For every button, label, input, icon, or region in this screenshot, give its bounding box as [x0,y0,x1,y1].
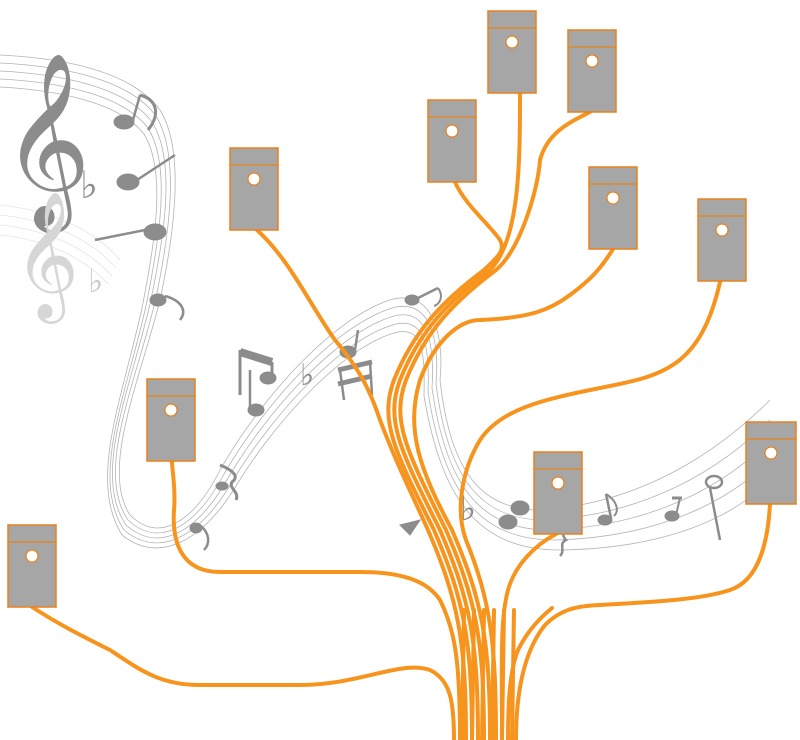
server-power-led [25,549,39,563]
server-power-led [164,403,178,417]
server-tower-icon [229,147,279,231]
treble-clef-icon: 𝄞 [14,190,79,324]
flat-sign-icon: ♭ [80,163,98,207]
server-power-led [247,172,261,186]
quarter-rest-icon [215,463,239,501]
server-nodes [7,10,797,608]
server-power-led [585,54,599,68]
music-staff-ribbon [0,54,771,551]
server-power-led [715,223,729,237]
eighth-note-icon [149,293,185,321]
server-case [146,378,196,462]
cable-server-6 [458,280,722,740]
cable-server-1 [392,91,522,740]
server-tower-icon [697,198,747,282]
cable-server-9 [514,502,772,740]
treble-clef-icon: 𝄞 [2,52,91,234]
server-tower-icon [427,99,477,183]
flat-sign-icon: ♭ [88,262,103,300]
beamed-notes-icon [337,329,374,401]
cable-trunk-strand [490,608,496,740]
server-tower-icon [487,10,537,94]
cable-trunk-strand [460,608,466,740]
server-tower-icon [588,166,638,250]
half-note-icon [704,474,724,541]
server-power-led [505,35,519,49]
server-case [7,524,57,608]
server-case [427,99,477,183]
server-case [487,10,537,94]
music-notes: 𝄞 𝄞 ♭ ♭ ♭ [2,52,724,557]
cable-server-4 [255,228,468,740]
server-case [229,147,279,231]
server-case [697,198,747,282]
quarter-note-icon [94,223,167,242]
server-case [567,29,617,113]
eighth-note-icon [113,93,157,131]
staff-lines-faded [0,204,121,285]
cable-trunk-strand [470,608,476,740]
server-tower-icon [7,524,57,608]
cable-server-5 [412,247,615,740]
eighth-note-icon [498,500,530,530]
server-power-led [606,191,620,205]
eighth-note-icon [597,493,618,526]
server-power-led [764,446,778,460]
server-case [533,451,583,535]
flat-sign-icon: ♭ [300,358,314,393]
eighth-note-icon [404,286,442,307]
server-tower-icon [567,29,617,113]
server-tower-icon [533,451,583,535]
cable-server-7 [170,459,462,740]
eighth-note-icon [189,522,210,551]
server-tower-icon [146,378,196,462]
cable-server-10 [30,605,456,740]
flat-sign-icon: ♭ [460,489,476,529]
cable-server-2 [398,110,592,740]
cable-bundle [30,91,772,740]
server-case [588,166,638,250]
cable-server-3 [386,180,504,740]
eighth-note-icon [664,496,682,522]
server-case [745,421,797,505]
cable-server-11 [506,606,554,740]
beamed-notes-icon [238,348,277,417]
cable-trunk-strand [510,608,516,740]
server-power-led [551,476,565,490]
quarter-note-icon [116,153,176,191]
server-power-led [445,124,459,138]
cable-trunk-strand [480,608,486,740]
cable-trunk-strand [500,608,506,740]
server-tower-icon [745,421,797,505]
quarter-note-icon [399,519,422,536]
